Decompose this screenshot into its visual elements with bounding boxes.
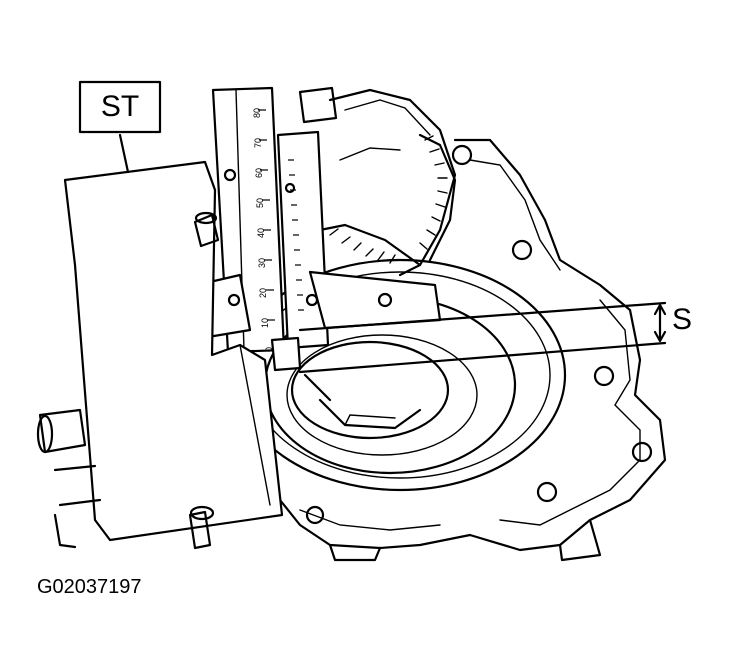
transmission-case bbox=[278, 138, 667, 562]
special-tool-label: ST bbox=[100, 90, 140, 123]
scale-number: 80 bbox=[252, 108, 262, 118]
scale-number: 0 bbox=[264, 347, 274, 352]
scale-number: 20 bbox=[258, 288, 268, 298]
figure-id: G02037197 bbox=[37, 576, 142, 598]
caliper-scale-ticks bbox=[258, 109, 304, 321]
st-leader-line bbox=[118, 133, 130, 174]
scale-number: 70 bbox=[253, 138, 263, 148]
gear-stack bbox=[298, 86, 457, 277]
scale-number: 10 bbox=[260, 318, 270, 328]
st-label-box bbox=[78, 80, 162, 134]
scale-number: 30 bbox=[257, 258, 267, 268]
scale-number: 60 bbox=[254, 168, 264, 178]
scale-number: 40 bbox=[256, 228, 266, 238]
clearance-dimension bbox=[298, 301, 667, 374]
special-tool-block bbox=[36, 160, 284, 550]
scale-number: 50 bbox=[255, 198, 265, 208]
caliper-scale-numbers: 0 10 20 30 40 50 60 70 80 bbox=[252, 108, 274, 352]
clearance-label: S bbox=[672, 303, 693, 336]
